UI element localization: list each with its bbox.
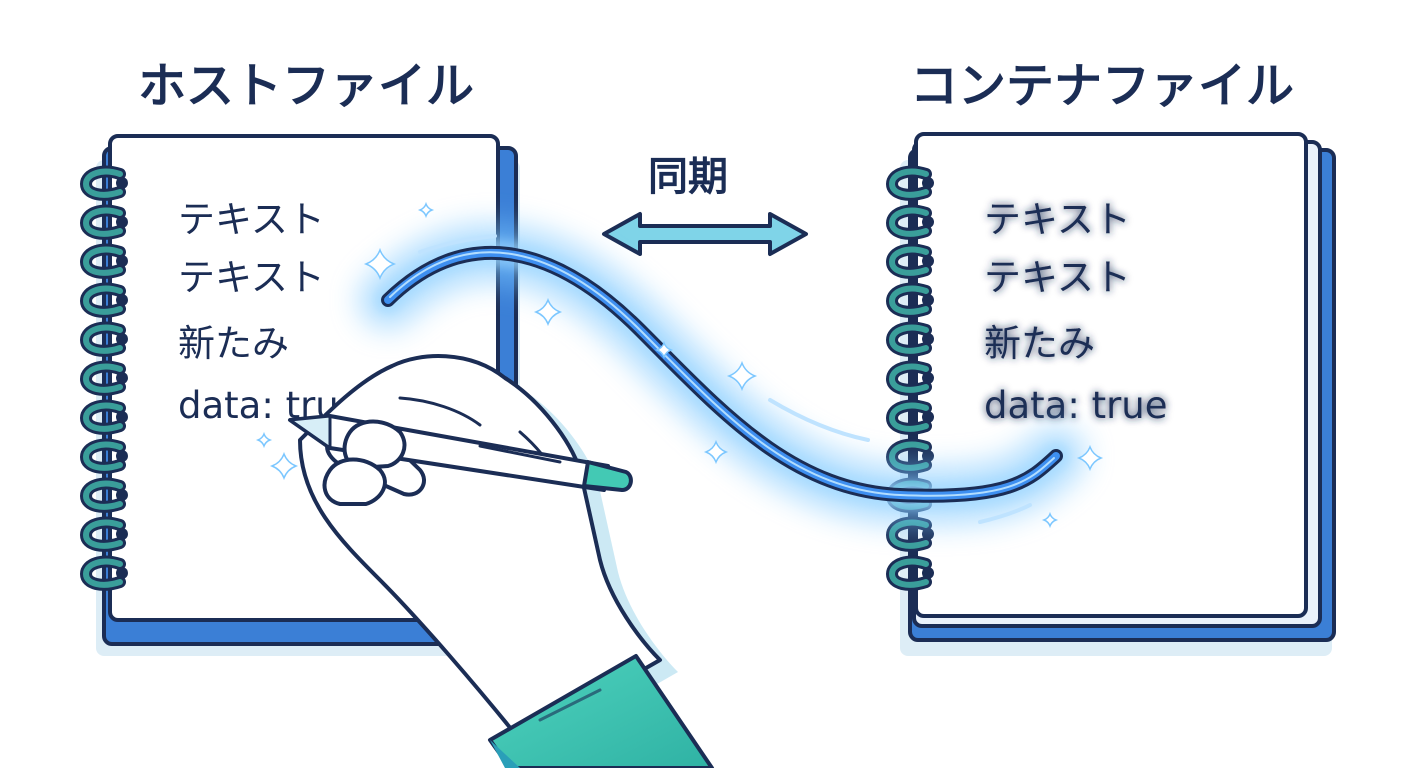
sparkle-icon [1076,444,1104,472]
container-line-3: 新たみ [984,322,1095,365]
spiral-ring [885,555,934,591]
sparkle-icon [533,297,563,327]
host-line-3: 新たみ [178,322,289,365]
sleeve [488,654,714,768]
spiral-ring [79,516,128,552]
sync-wave [358,223,1086,526]
container-file-title: コンテナファイル [910,58,1294,114]
sparkle-icon [1041,511,1059,529]
container-file-content: テキスト テキスト 新たみ data: true [984,198,1168,427]
spiral-ring [885,399,934,435]
sparkle-icon [703,439,729,465]
sparkle-icon [417,201,435,219]
sparkle-icon [255,431,273,449]
sparkle-icon [255,201,1104,529]
host-file-title: ホストファイル [138,58,474,114]
host-spiral-binding [79,165,128,591]
spiral-ring [885,282,934,318]
container-line-4: data: true [984,384,1168,427]
spiral-ring [79,555,128,591]
spiral-ring [79,360,128,396]
spiral-ring [79,282,128,318]
spiral-ring [79,321,128,357]
container-line-1: テキスト [984,198,1131,241]
spiral-ring [79,399,128,435]
spiral-ring [79,165,128,201]
spiral-ring [79,204,128,240]
sparkle-icon [363,247,397,281]
sparkle-icon [726,360,758,392]
spiral-ring [79,477,128,513]
spiral-ring [885,204,934,240]
fingers [322,419,407,506]
container-line-2: テキスト [984,256,1131,299]
host-line-1: テキスト [178,198,325,241]
spiral-ring [885,360,934,396]
double-arrow-icon [602,212,808,256]
spiral-ring [79,243,128,279]
spiral-ring [79,438,128,474]
sparkle-icon [654,340,674,360]
sync-label: 同期 [648,154,728,200]
spiral-ring [885,243,934,279]
spiral-ring [885,165,934,201]
host-line-2: テキスト [178,256,325,299]
sparkle-icon [269,451,299,481]
spiral-ring [885,321,934,357]
